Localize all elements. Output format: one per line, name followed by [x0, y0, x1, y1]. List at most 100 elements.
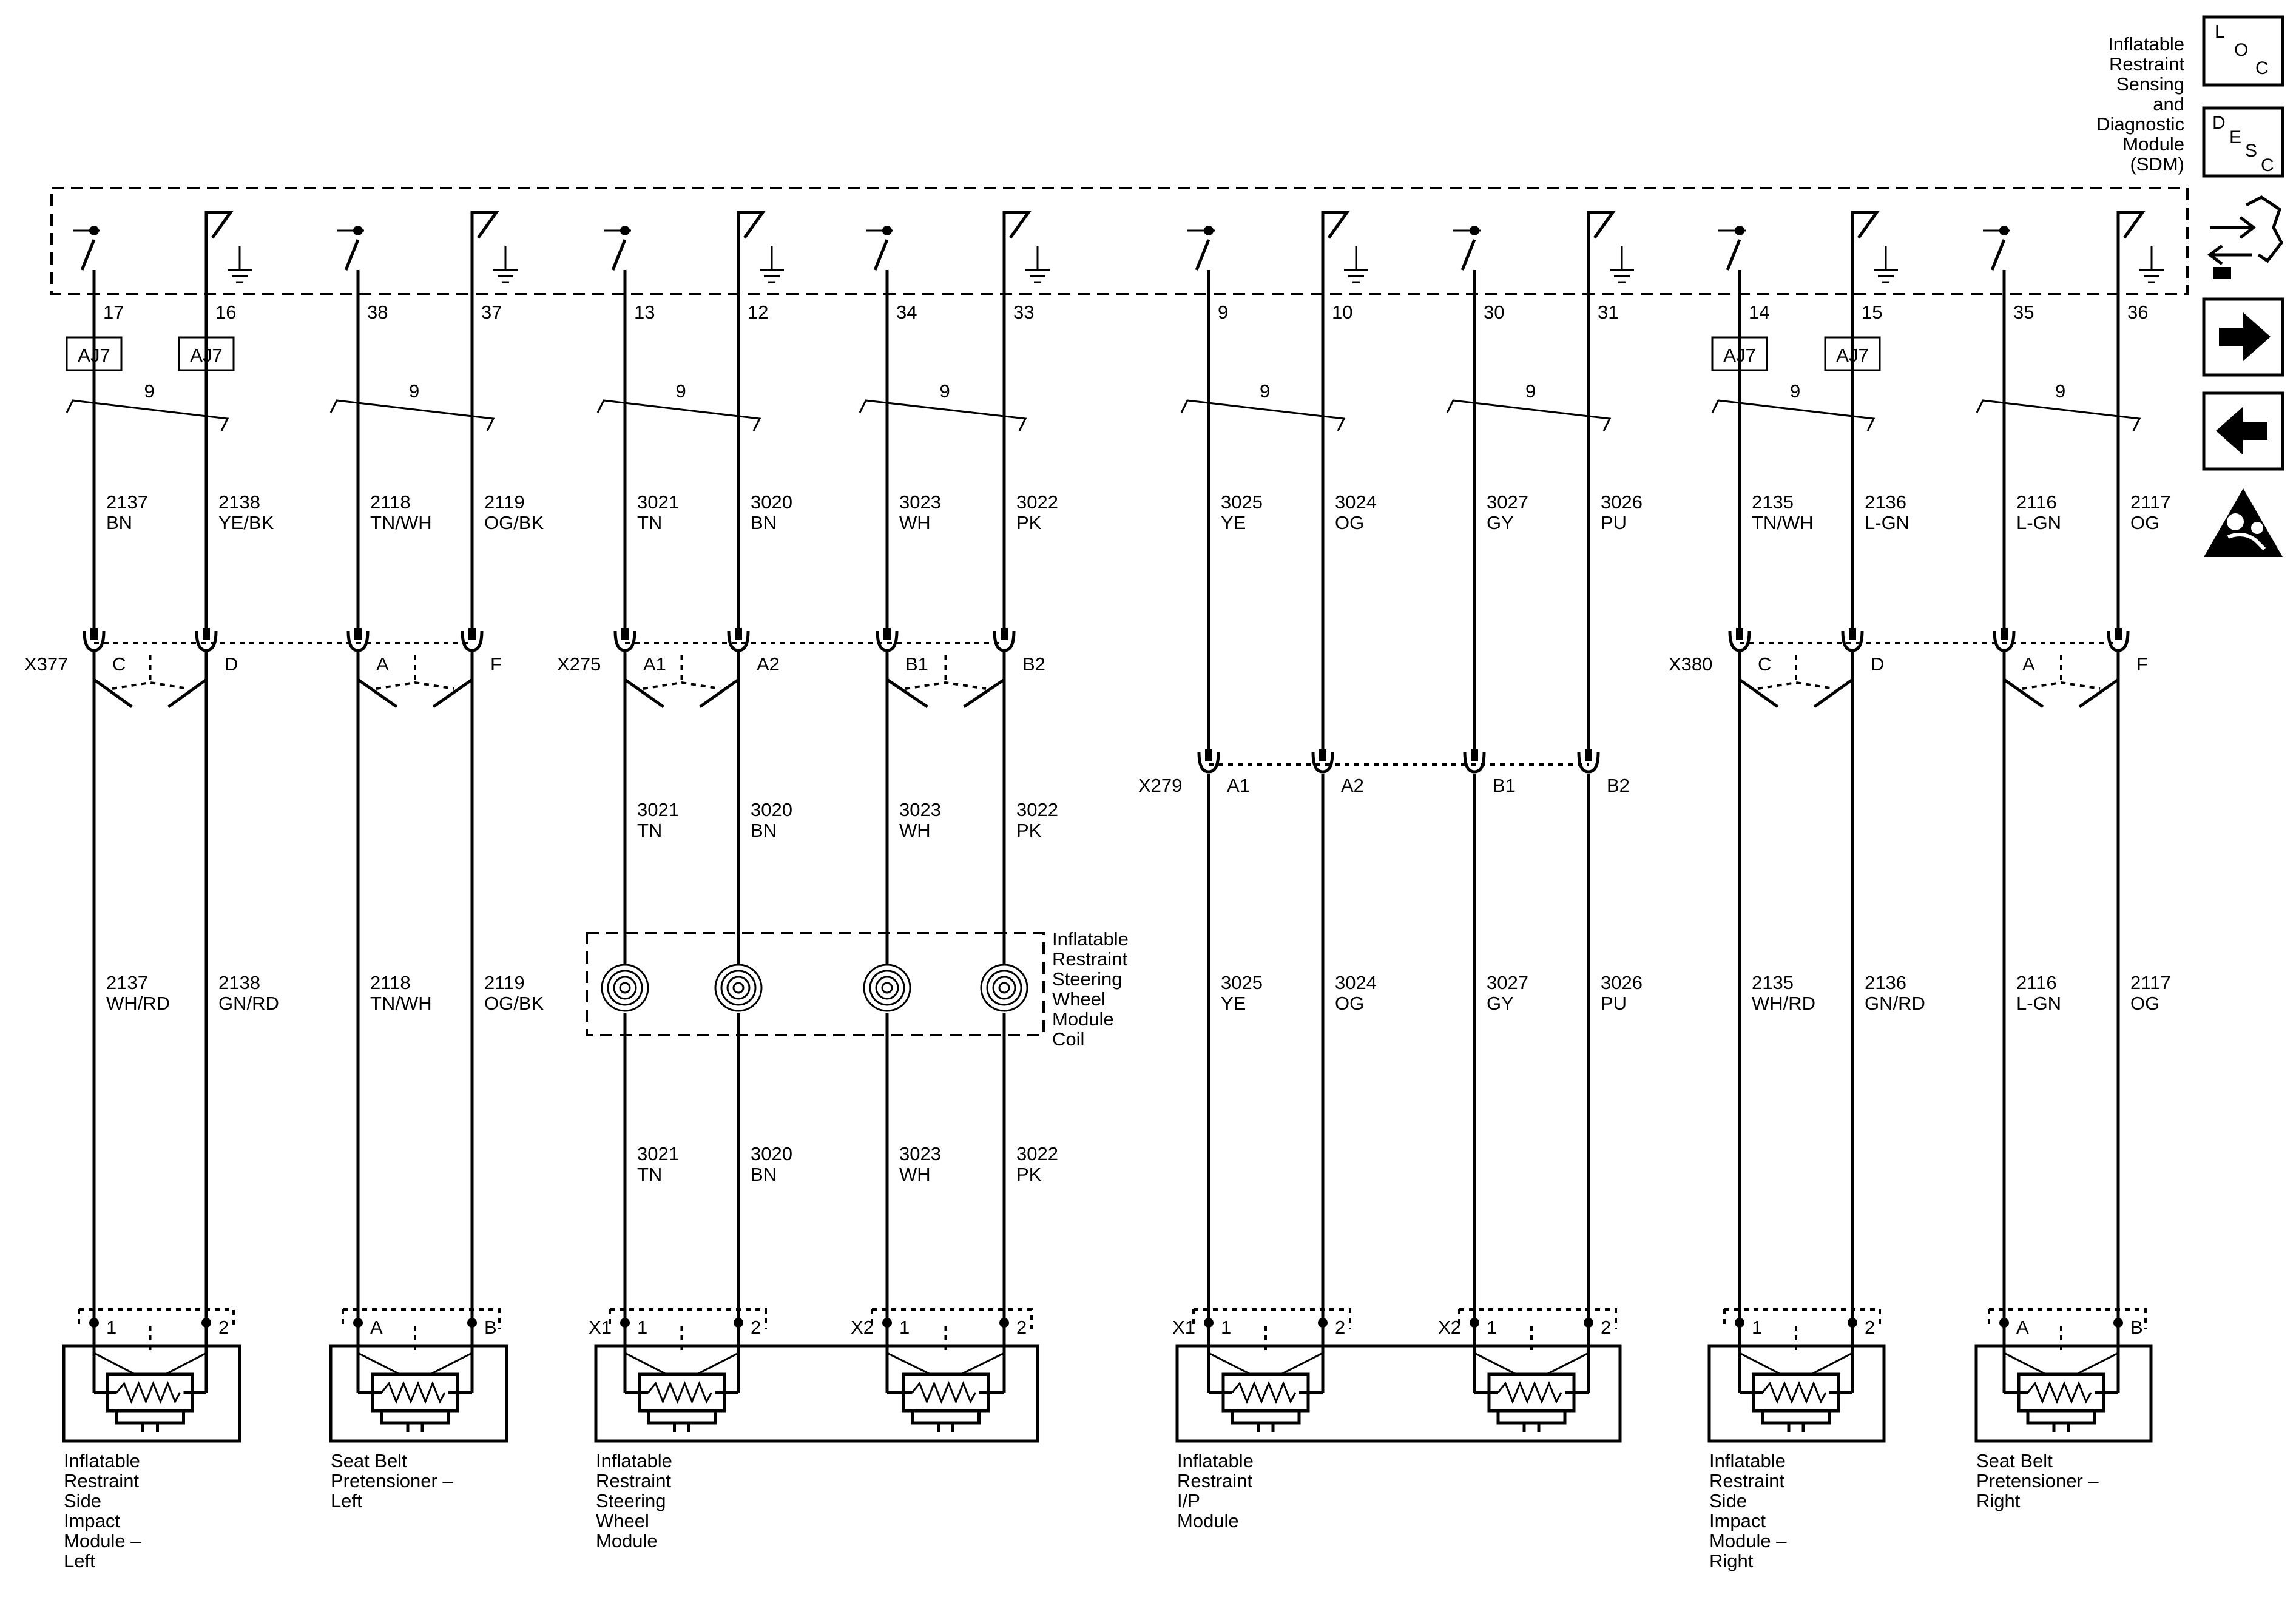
connector-pin-label: C — [112, 653, 126, 675]
squib-base — [115, 1411, 185, 1432]
module-name: Restraint — [1177, 1470, 1252, 1491]
wire-circuit-number: 2118 — [370, 491, 411, 513]
squib-icon — [902, 1372, 990, 1413]
connector-pin-tip — [1849, 628, 1856, 640]
coil-name: Steering — [1052, 968, 1122, 990]
connector-name: X279 — [1138, 775, 1182, 796]
wire-color-code: YE/BK — [218, 512, 274, 533]
sdm-switch — [1851, 211, 1880, 309]
module-pin-label: 2 — [1865, 1317, 1875, 1338]
wire-color-code: WH/RD — [1752, 993, 1815, 1014]
desc-icon-letter: E — [2229, 127, 2241, 147]
wire-circuit-number: 3026 — [1601, 491, 1643, 513]
connector-pin — [346, 630, 370, 652]
module-shorting-bar — [886, 1352, 1005, 1376]
module-name: Module — [1177, 1510, 1239, 1531]
ground-icon — [493, 269, 518, 283]
shorting-bar-dashed — [905, 655, 987, 690]
shorting-bar — [886, 678, 1005, 709]
connector-pin-label: A1 — [1227, 775, 1250, 796]
shorting-bar — [93, 678, 208, 709]
wire-circuit-number: 3027 — [1487, 491, 1528, 513]
wire-color-code: L-GN — [1865, 512, 1909, 533]
module-shorting-bar — [2004, 1352, 2119, 1376]
airbag-warning-icon — [2227, 513, 2244, 530]
wire-circuit-number: 3022 — [1016, 1143, 1058, 1164]
wire-circuit-number: 2116 — [2016, 972, 2057, 993]
connector-pin — [613, 630, 636, 652]
connector-pin-tip — [90, 628, 98, 640]
shorting-bar-dashed — [2022, 655, 2101, 690]
shorting-bar-dashed — [376, 655, 454, 690]
module-connector-name: X2 — [851, 1317, 874, 1338]
module-pin-label: 1 — [106, 1317, 116, 1338]
twisted-pair-marker — [1180, 399, 1346, 431]
loc-icon-letter: O — [2234, 40, 2248, 60]
module-pin-label: 2 — [1016, 1317, 1027, 1338]
wire-color-code: GY — [1487, 993, 1514, 1014]
coil-spiral-icon — [863, 964, 911, 1012]
module-pin-label: B — [484, 1317, 497, 1338]
squib-resistor-icon — [380, 1380, 446, 1405]
module-name: Right — [1709, 1550, 1754, 1571]
wire-circuit-number: 3026 — [1601, 972, 1643, 993]
sdm-switch — [1002, 211, 1032, 309]
connector-pin — [461, 630, 484, 652]
wire-color-code: L-GN — [2016, 512, 2061, 533]
module-name: Left — [64, 1550, 95, 1571]
coil-spiral-icon — [881, 982, 893, 994]
wire-circuit-number: 3021 — [637, 799, 679, 820]
sdm-pin-number: 9 — [1218, 302, 1228, 323]
connector-pin-label: A2 — [1341, 775, 1364, 796]
sdm-pin-number: 16 — [215, 302, 236, 323]
sdm-switch — [80, 239, 96, 309]
squib-icon — [1221, 1372, 1310, 1413]
connector-pin-tip — [1001, 628, 1008, 640]
wire-color-code: PK — [1016, 512, 1042, 533]
coil-spiral-icon — [601, 964, 649, 1012]
module-lead — [1473, 1323, 1590, 1393]
module-name: Left — [331, 1490, 362, 1511]
module-pin-label: 2 — [218, 1317, 229, 1338]
squib-base — [2026, 1411, 2096, 1432]
sdm-switch — [1460, 239, 1476, 309]
wire-circuit-number: 3022 — [1016, 799, 1058, 820]
connector-pin-label: A — [376, 653, 389, 675]
module-connector-dashed — [78, 1308, 235, 1329]
module-pin-label: 2 — [1601, 1317, 1611, 1338]
ground-icon — [2139, 269, 2164, 283]
module-lead — [2002, 1323, 2120, 1393]
connector-pin-tip — [1319, 749, 1326, 761]
sdm-switch — [1195, 239, 1210, 309]
coil-spiral-icon — [732, 982, 745, 994]
wire-color-code: GN/RD — [1865, 993, 1925, 1014]
sdm-switch — [2116, 211, 2146, 309]
twisted-pair-label: 9 — [1260, 380, 1270, 402]
module-box — [1175, 1344, 1622, 1443]
sdm-switch — [1990, 239, 2006, 309]
twisted-pair-marker — [1976, 399, 2141, 431]
shorting-bar-dashed — [643, 655, 721, 690]
connector-pin-label: B1 — [1493, 775, 1516, 796]
arrow-left-icon — [2216, 407, 2267, 455]
connector-pin — [993, 630, 1016, 652]
twisted-pair-marker — [596, 399, 761, 431]
wire-color-code: OG/BK — [484, 512, 544, 533]
sdm-pin-number: 12 — [748, 302, 768, 323]
sdm-switch — [344, 239, 360, 309]
wire-color-code: PU — [1601, 512, 1627, 533]
sdm-pin-number: 36 — [2127, 302, 2148, 323]
squib-icon — [106, 1372, 194, 1413]
wire-color-code: BN — [106, 512, 132, 533]
connector-pin-label: F — [2136, 653, 2148, 675]
connector-pin — [1463, 752, 1486, 774]
wire-circuit-number: 2138 — [218, 972, 260, 993]
wire-color-code: PK — [1016, 1164, 1042, 1185]
connector-name: X380 — [1669, 653, 1712, 675]
squib-resistor-icon — [116, 1380, 181, 1405]
coil-spiral-icon — [619, 982, 631, 994]
module-lead — [1207, 1323, 1325, 1393]
connector-pin-tip — [468, 628, 476, 640]
module-box — [329, 1344, 508, 1443]
